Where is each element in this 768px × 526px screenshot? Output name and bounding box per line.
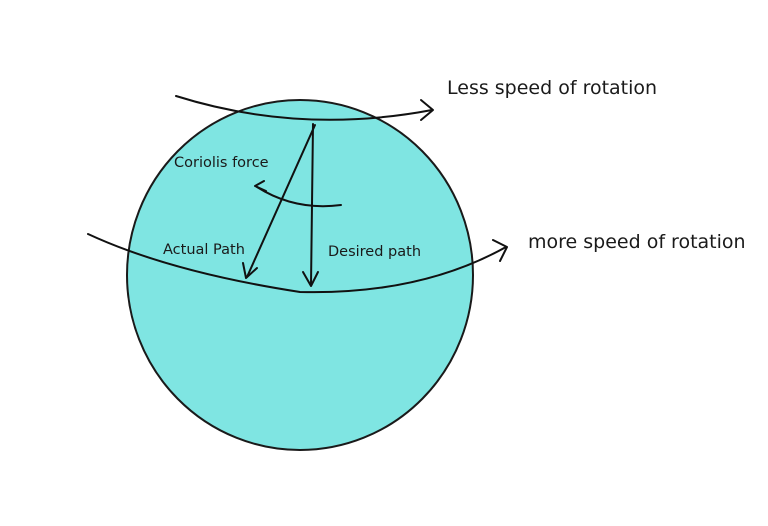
earth-circle: [126, 99, 474, 451]
coriolis-force-arrowhead: [254, 180, 267, 192]
coriolis-force-arrow: [256, 186, 342, 208]
coriolis-force-label: Coriolis force: [174, 155, 269, 171]
more-speed-label: more speed of rotation: [528, 231, 746, 253]
desired-path-arrowhead: [302, 271, 319, 287]
lower-latitude-arrowhead: [492, 239, 508, 262]
actual-path-arrowhead: [242, 262, 258, 279]
actual-path-label: Actual Path: [163, 242, 245, 258]
desired-path-label: Desired path: [328, 244, 421, 260]
upper-latitude-line: [175, 95, 433, 121]
actual-path-arrow: [246, 124, 316, 278]
lower-latitude-line: [87, 233, 507, 294]
less-speed-label: Less speed of rotation: [447, 77, 657, 99]
desired-path-arrow: [310, 123, 314, 286]
upper-latitude-arrowhead: [420, 99, 434, 121]
